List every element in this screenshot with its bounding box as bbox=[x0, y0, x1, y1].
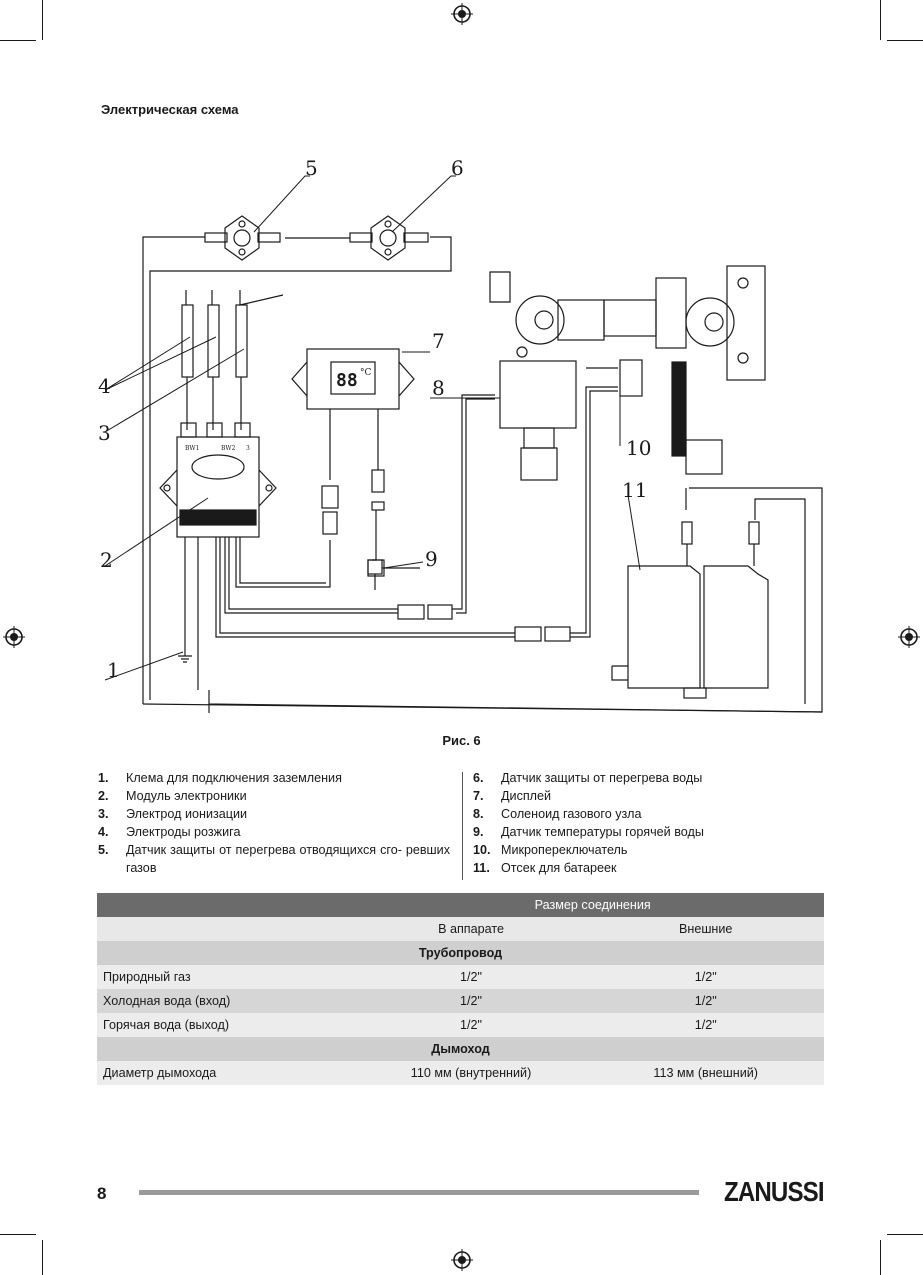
wiring-diagram: BW1 BW2 3 88 °C bbox=[98, 156, 823, 713]
callout-9: 9 bbox=[425, 547, 438, 571]
legend-item: 7.Дисплей bbox=[473, 789, 552, 803]
registration-mark-icon bbox=[451, 3, 473, 25]
table-header-row: Размер соединения bbox=[97, 893, 824, 917]
callout-1: 1 bbox=[107, 658, 120, 682]
registration-mark-icon bbox=[898, 626, 920, 648]
wiring-harness bbox=[142, 236, 823, 713]
column-outside: Внешние bbox=[587, 917, 824, 941]
legend-item: 8.Соленоид газового узла bbox=[473, 807, 642, 821]
connector bbox=[397, 604, 571, 642]
module-mark: BW2 bbox=[221, 445, 236, 452]
callout-6: 6 bbox=[451, 156, 464, 180]
ground-symbol-icon bbox=[178, 650, 192, 663]
crop-mark bbox=[0, 40, 36, 41]
crop-mark bbox=[880, 1240, 881, 1275]
page-number: 8 bbox=[97, 1184, 107, 1203]
crop-mark bbox=[887, 40, 923, 41]
legend-item: 9.Датчик температуры горячей воды bbox=[473, 825, 704, 839]
legend-item: 4.Электроды розжига bbox=[98, 825, 241, 839]
ignition-electrodes bbox=[180, 290, 284, 438]
module-mark: BW1 bbox=[185, 445, 199, 452]
crop-mark bbox=[887, 1234, 923, 1235]
legend-item: 5.Датчик защиты от перегрева отводящихся… bbox=[98, 843, 450, 875]
table-section-row: Трубопровод bbox=[97, 941, 824, 965]
legend-item: 10.Микропереключатель bbox=[473, 843, 628, 857]
table-section-row: Дымоход bbox=[97, 1037, 824, 1061]
callout-8: 8 bbox=[432, 376, 445, 400]
callout-3: 3 bbox=[98, 421, 111, 445]
legend-item: 3.Электрод ионизации bbox=[98, 807, 248, 821]
legend-right: 6.Датчик защиты от перегрева воды 7.Дисп… bbox=[473, 769, 773, 877]
battery-compartment bbox=[611, 521, 769, 699]
callout-5: 5 bbox=[305, 156, 318, 180]
table-subheader-row: В аппарате Внешние bbox=[97, 917, 824, 941]
overheat-sensor-5 bbox=[204, 215, 281, 261]
module-mark: 3 bbox=[246, 445, 250, 452]
callout-2: 2 bbox=[100, 548, 113, 572]
callout-4: 4 bbox=[98, 374, 111, 398]
footer-rule bbox=[139, 1190, 699, 1195]
legend-item: 11.Отсек для батареек bbox=[473, 861, 617, 875]
crop-mark bbox=[880, 0, 881, 40]
display-unit-label: °C bbox=[360, 368, 372, 378]
callout-7: 7 bbox=[432, 329, 445, 353]
callout-11: 11 bbox=[622, 478, 647, 502]
table-row: Горячая вода (выход) 1/2" 1/2" bbox=[97, 1013, 824, 1037]
display-digits: 88 bbox=[336, 370, 358, 391]
display-unit: 88 °C bbox=[291, 348, 420, 590]
gas-valve-assembly bbox=[489, 265, 766, 481]
table-header: Размер соединения bbox=[354, 893, 824, 917]
table-row: Диаметр дымохода 110 мм (внутренний) 113… bbox=[97, 1061, 824, 1085]
crop-mark bbox=[0, 1234, 36, 1235]
callout-leaders bbox=[104, 175, 641, 681]
section-title: Электрическая схема bbox=[101, 102, 239, 117]
registration-mark-icon bbox=[3, 626, 25, 648]
legend-divider bbox=[462, 772, 463, 880]
brand-logo: ZANUSSI bbox=[724, 1176, 825, 1207]
electronics-module: BW1 BW2 3 bbox=[159, 436, 277, 538]
section-pipe: Трубопровод bbox=[97, 941, 824, 965]
callout-10: 10 bbox=[626, 436, 651, 460]
legend-item: 1.Клема для подключения заземления bbox=[98, 771, 342, 785]
column-inside: В аппарате bbox=[354, 917, 588, 941]
section-flue: Дымоход bbox=[97, 1037, 824, 1061]
connection-size-table: Размер соединения В аппарате Внешние Тру… bbox=[97, 893, 824, 1085]
crop-mark bbox=[42, 1240, 43, 1275]
registration-mark-icon bbox=[451, 1249, 473, 1271]
figure-caption: Рис. 6 bbox=[442, 733, 481, 748]
crop-mark bbox=[42, 0, 43, 40]
overheat-sensor-6 bbox=[349, 215, 429, 261]
legend-left: 1.Клема для подключения заземления 2.Мод… bbox=[98, 769, 450, 877]
legend-item: 2.Модуль электроники bbox=[98, 789, 247, 803]
table-row: Природный газ 1/2" 1/2" bbox=[97, 965, 824, 989]
legend-item: 6.Датчик защиты от перегрева воды bbox=[473, 771, 703, 785]
table-row: Холодная вода (вход) 1/2" 1/2" bbox=[97, 989, 824, 1013]
